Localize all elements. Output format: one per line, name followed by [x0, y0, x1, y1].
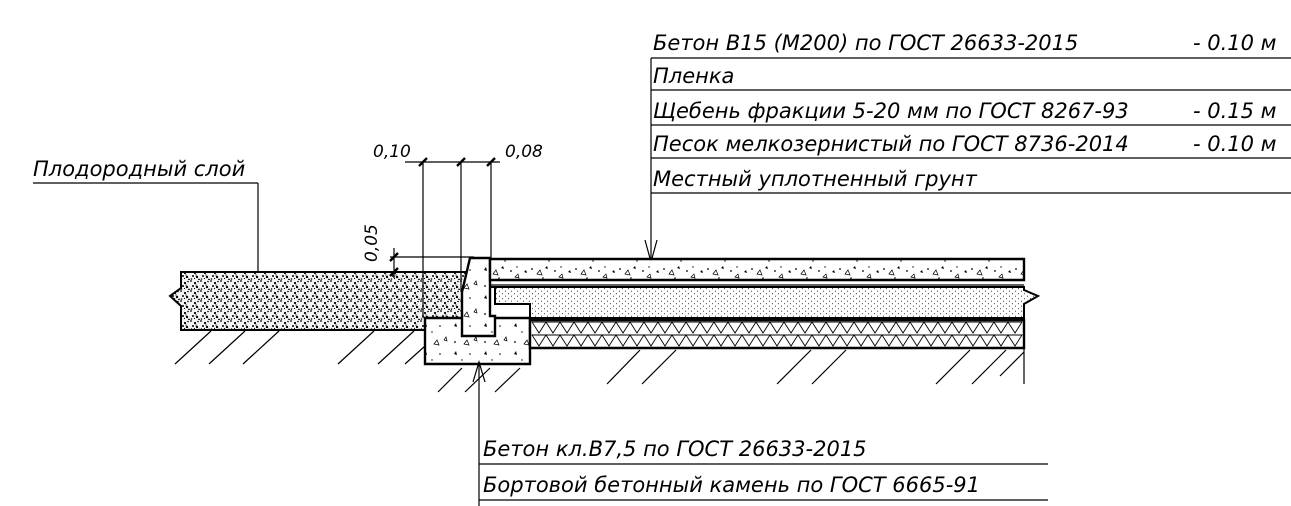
sand-triangle [601, 334, 617, 347]
sand-triangle [755, 321, 771, 334]
sand-triangle [531, 334, 547, 347]
sand-triangle [643, 321, 659, 334]
sand-triangle [727, 321, 743, 334]
layer-thickness-gravel: - 0.15 м [1193, 99, 1277, 123]
sand-triangle [573, 321, 589, 334]
sand-triangle [699, 334, 715, 347]
sand-triangle [853, 334, 869, 347]
sand-triangle [811, 334, 827, 347]
ground-hatching [174, 330, 1025, 393]
sand-triangle [643, 334, 659, 347]
sand-triangle [993, 334, 1009, 347]
sand-triangle [979, 321, 995, 334]
sand-triangle [895, 321, 911, 334]
sand-triangle [797, 321, 813, 334]
sand-triangle [671, 334, 687, 347]
sand-triangle [937, 334, 953, 347]
sand-triangle [559, 321, 575, 334]
sand-triangle [545, 321, 561, 334]
sand-triangle [825, 334, 841, 347]
sand-triangle [811, 321, 827, 334]
layer-thickness-concrete: - 0.10 м [1193, 31, 1277, 55]
concrete-slab-layer [488, 257, 1026, 282]
sand-triangle [867, 321, 883, 334]
sand-triangle [657, 321, 673, 334]
sand-triangle [601, 321, 617, 334]
sand-triangle [1007, 321, 1023, 334]
sand-triangle [923, 334, 939, 347]
left-callout: Плодородный слой [33, 157, 259, 290]
sand-triangle [741, 334, 757, 347]
sand-triangle-hatch [531, 321, 1023, 347]
sand-triangle [727, 334, 743, 347]
layer-label-film: Пленка [653, 64, 734, 88]
gravel-layer [490, 286, 1041, 319]
sand-triangle [895, 334, 911, 347]
sand-layer [528, 318, 1026, 350]
sand-triangle [783, 321, 799, 334]
sand-triangle [713, 321, 729, 334]
sand-triangle [965, 334, 981, 347]
sand-triangle [587, 321, 603, 334]
dimension-height: 0,05 [362, 224, 474, 278]
sand-triangle [741, 321, 757, 334]
sand-triangle [615, 321, 631, 334]
sand-triangle [797, 334, 813, 347]
layers-callout: Бетон В15 (М200) по ГОСТ 26633-2015 - 0.… [644, 31, 1291, 265]
sand-triangle [629, 334, 645, 347]
sand-triangle [671, 321, 687, 334]
sand-triangle [755, 334, 771, 347]
layer-label-gravel: Щебень фракции 5-20 мм по ГОСТ 8267-93 [653, 99, 1129, 123]
sand-triangle [1007, 334, 1023, 347]
sand-triangle [615, 334, 631, 347]
sand-triangle [713, 334, 729, 347]
sand-triangle [909, 321, 925, 334]
sand-triangle [937, 321, 953, 334]
sand-triangle [909, 334, 925, 347]
sand-triangle [657, 334, 673, 347]
curb-stone-label: Бортовой бетонный камень по ГОСТ 6665-91 [483, 473, 980, 497]
sand-triangle [685, 334, 701, 347]
sand-triangle [825, 321, 841, 334]
sand-triangle [951, 334, 967, 347]
sand-triangle [881, 334, 897, 347]
sand-triangle [685, 321, 701, 334]
sand-triangle [867, 334, 883, 347]
sand-triangle [587, 334, 603, 347]
sand-triangle [853, 321, 869, 334]
layer-label-concrete: Бетон В15 (М200) по ГОСТ 26633-2015 [653, 31, 1078, 55]
sand-triangle [545, 334, 561, 347]
sand-triangle [965, 321, 981, 334]
sand-triangle [979, 334, 995, 347]
dimension-widths: 0,10 0,08 [373, 142, 543, 318]
sand-triangle [783, 334, 799, 347]
layer-label-ground: Местный уплотненный грунт [653, 167, 978, 191]
layer-thickness-sand: - 0.10 м [1193, 132, 1277, 156]
fertile-soil-label: Плодородный слой [33, 157, 245, 181]
sand-triangle [559, 334, 575, 347]
sand-triangle [769, 321, 785, 334]
sand-triangle [769, 334, 785, 347]
sand-triangle [881, 321, 897, 334]
sand-triangle [573, 334, 589, 347]
bottom-callout-arrow [472, 359, 486, 383]
bottom-callout: Бетон кл.В7,5 по ГОСТ 26633-2015 Бортово… [472, 359, 1048, 506]
dimension-width-left: 0,10 [373, 142, 411, 162]
sand-triangle [629, 321, 645, 334]
layer-label-sand: Песок мелкозернистый по ГОСТ 8736-2014 [653, 132, 1129, 156]
sand-triangle [699, 321, 715, 334]
sand-triangle [951, 321, 967, 334]
sand-triangle [923, 321, 939, 334]
sand-triangle [993, 321, 1009, 334]
dimension-width-right: 0,08 [505, 142, 543, 162]
dimension-height-label: 0,05 [362, 224, 382, 262]
sand-triangle [531, 321, 547, 334]
sand-triangle [839, 321, 855, 334]
sand-triangle [839, 334, 855, 347]
foundation-label: Бетон кл.В7,5 по ГОСТ 26633-2015 [483, 437, 867, 461]
